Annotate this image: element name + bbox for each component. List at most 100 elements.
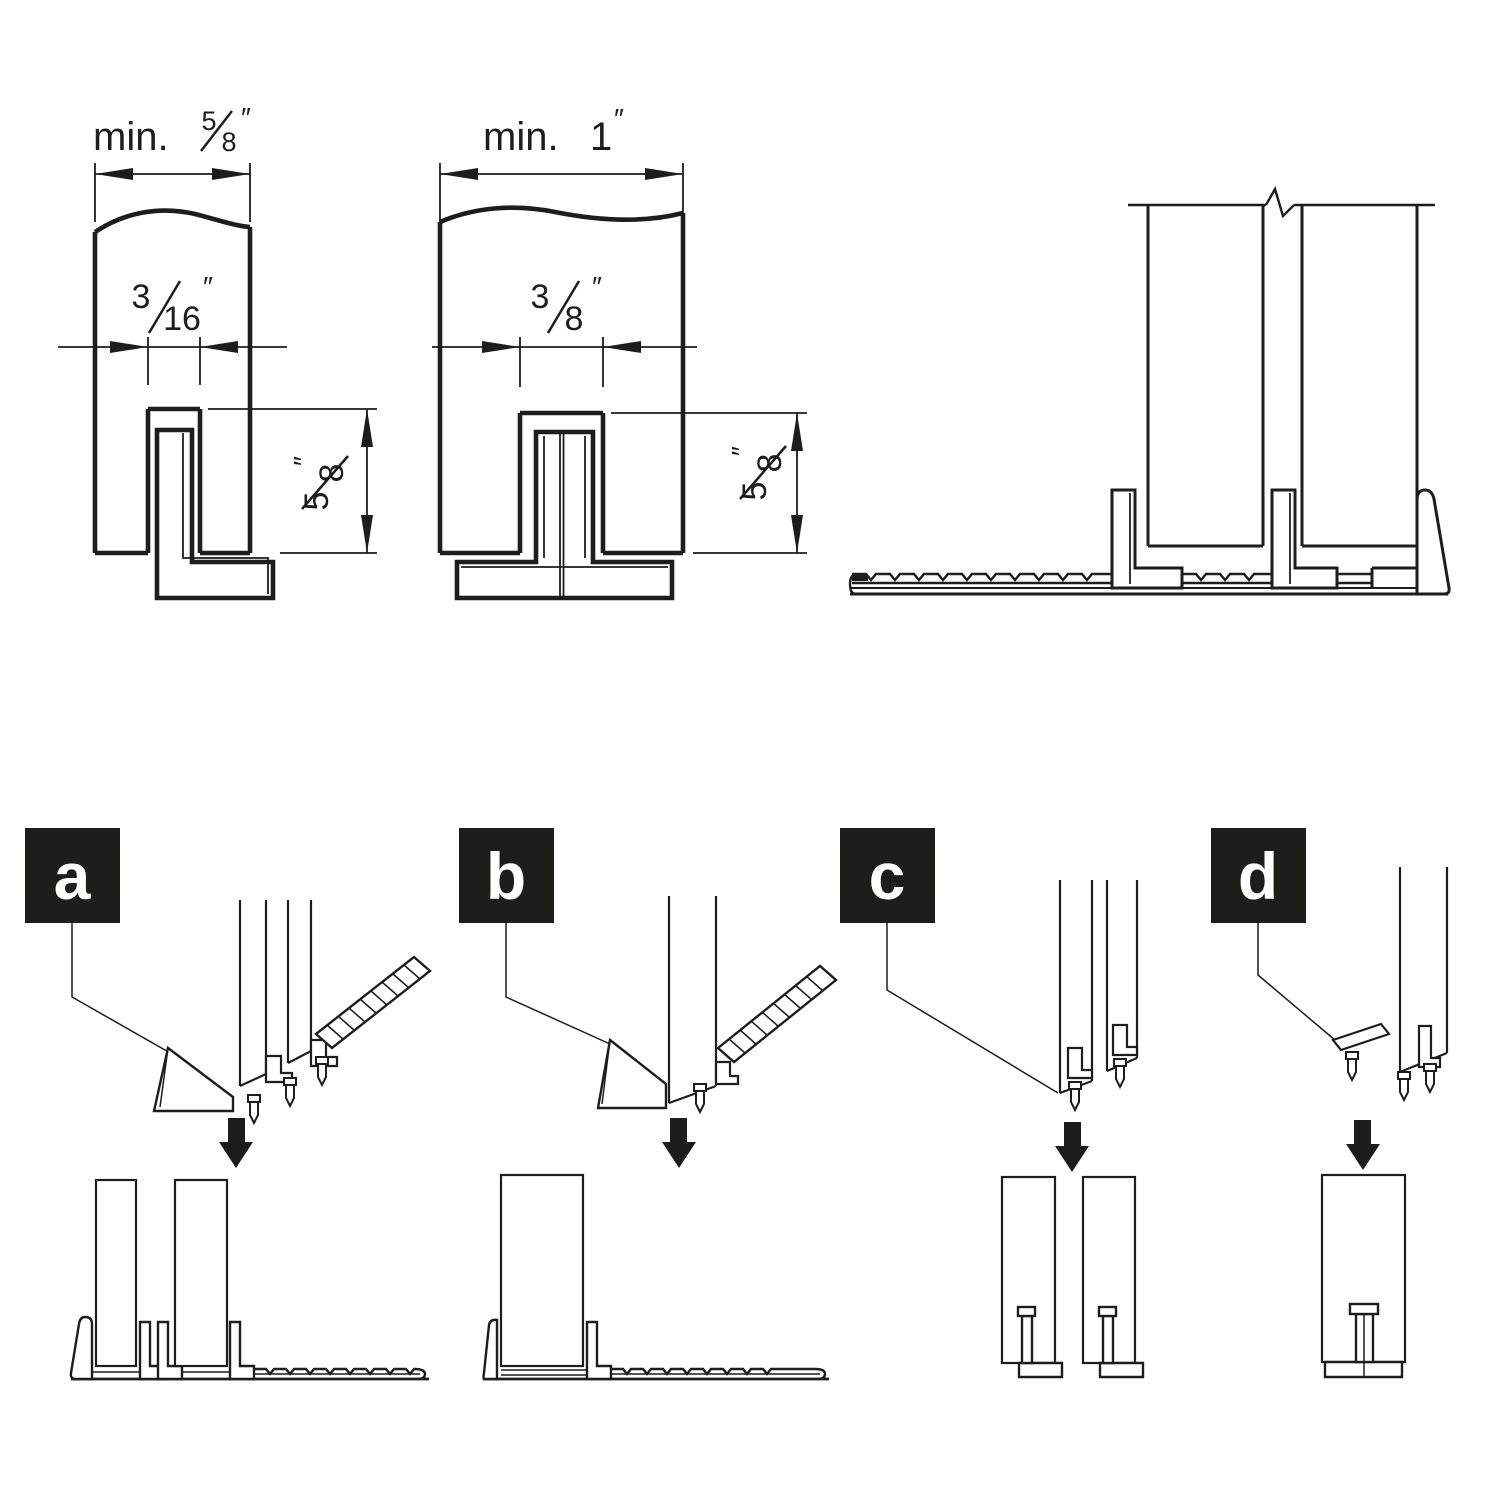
ramp-section: [611, 1367, 827, 1381]
groove-dim-unit: ″: [592, 271, 602, 302]
leader-line: [1257, 923, 1343, 1047]
down-arrow-icon: [662, 1118, 696, 1168]
l-track-profile: [154, 427, 276, 601]
option-d-section: [1320, 1173, 1407, 1379]
panel-section: [173, 1178, 229, 1368]
option-a-3d-view: [152, 900, 432, 1126]
arrow-right-icon: [212, 168, 250, 180]
door-panel-profile: [437, 205, 686, 556]
guide-foot: [1098, 1361, 1145, 1379]
option-a-label: a: [54, 839, 92, 913]
groove-dim-numerator: 3: [531, 278, 550, 316]
track-step: [1370, 566, 1417, 588]
depth-dim-unit: ″: [726, 446, 757, 456]
option-b-section: [482, 1173, 829, 1381]
guide-plate: [1331, 1022, 1391, 1052]
groove: [145, 406, 203, 553]
screw-icon: [693, 1083, 707, 1115]
down-arrow-icon: [1346, 1120, 1380, 1170]
t-guide-cap: [1348, 1302, 1380, 1316]
break-symbol: [1264, 185, 1295, 219]
guide-stem: [1101, 1314, 1115, 1365]
depth-dimension: 5 8 ″: [611, 412, 807, 554]
ramp-3d: [716, 964, 838, 1064]
down-arrow-icon: [1055, 1122, 1089, 1172]
width-dim-prefix: min.: [93, 115, 169, 159]
option-b-3d-view: [596, 896, 838, 1115]
option-c-badge: [840, 828, 935, 923]
width-dim-numerator: 5: [201, 106, 216, 136]
groove-dim-unit: ″: [203, 271, 213, 302]
door-panel-profile: [92, 208, 253, 556]
arrow-left-icon: [440, 168, 478, 180]
profile-single-track: min. 5 8 ″ 3 16 ″: [58, 102, 377, 601]
groove-dim-numerator: 3: [132, 278, 151, 316]
fraction-slash: [147, 280, 182, 334]
fraction-slash: [546, 280, 581, 334]
middle-bottom-guide: [1270, 488, 1339, 590]
screw-icon: [1345, 1051, 1437, 1103]
arrow-down-icon: [361, 515, 373, 553]
width-dim-unit: ″: [241, 102, 251, 133]
option-d: d: [1211, 828, 1449, 1379]
groove-dim-denominator: 8: [565, 300, 584, 338]
depth-dim-unit: ″: [288, 456, 319, 466]
screw-icon: [247, 1056, 329, 1126]
width-dimension: min. 1 ″: [439, 103, 684, 222]
wedge-stop: [596, 1037, 668, 1110]
leader-line: [71, 923, 173, 1055]
guide-cap: [1097, 1305, 1118, 1318]
t-track-profile: [454, 429, 675, 601]
arrow-up-icon: [791, 413, 803, 451]
arrow-left-icon: [603, 341, 641, 353]
fraction-slash: [739, 445, 787, 500]
arrow-down-icon: [791, 515, 803, 553]
fraction-slash: [301, 455, 349, 510]
right-door-panel: [1300, 205, 1419, 548]
option-d-label: d: [1238, 839, 1278, 913]
arrow-left-icon: [95, 168, 133, 180]
option-b: b: [459, 828, 838, 1381]
arrow-left-icon: [200, 341, 238, 353]
wedge-stop-section: [69, 1315, 94, 1381]
option-a: a: [25, 828, 432, 1381]
groove-dim-denominator: 16: [163, 300, 201, 338]
arrow-right-icon: [645, 168, 683, 180]
guide-cap: [1016, 1305, 1037, 1318]
width-dim-value: 1: [590, 115, 612, 159]
left-bottom-guide: [1110, 488, 1184, 590]
option-a-badge: [25, 828, 120, 923]
wedge-guide-section: [482, 1318, 499, 1381]
option-c-label: c: [869, 839, 906, 913]
width-dimension: min. 5 8 ″: [93, 102, 251, 222]
l-guide-section: [585, 1320, 613, 1381]
option-b-label: b: [486, 839, 526, 913]
groove-dimension: 3 16 ″: [58, 271, 287, 385]
fraction-slash: [200, 110, 233, 152]
leader-line: [505, 923, 611, 1045]
arrow-right-icon: [110, 341, 148, 353]
guide-bracket: [1417, 1024, 1442, 1069]
groove-dimension: 3 8 ″: [432, 271, 697, 387]
panel-section: [499, 1173, 585, 1368]
option-c: c: [840, 828, 1145, 1379]
width-dim-prefix: min.: [483, 115, 559, 159]
down-arrow-icon: [219, 1118, 253, 1168]
arrow-right-icon: [482, 341, 520, 353]
profile-double-track: min. 1 ″ 3 8 ″ 5 8: [432, 103, 807, 601]
depth-dim-denominator: 8: [751, 454, 789, 473]
option-b-badge: [459, 828, 554, 923]
end-wedge: [1415, 488, 1451, 596]
panel-section: [94, 1178, 138, 1368]
arrow-up-icon: [361, 409, 373, 447]
depth-dim-numerator: 5: [736, 482, 774, 501]
l-guide-section: [228, 1320, 256, 1381]
depth-dim-denominator: 8: [313, 464, 351, 483]
guide-bracket: [1111, 1023, 1139, 1057]
option-c-3d-view: [1058, 880, 1139, 1113]
guide-foot: [1017, 1361, 1064, 1379]
option-c-section: [1000, 1175, 1145, 1379]
option-a-section: [69, 1178, 429, 1381]
